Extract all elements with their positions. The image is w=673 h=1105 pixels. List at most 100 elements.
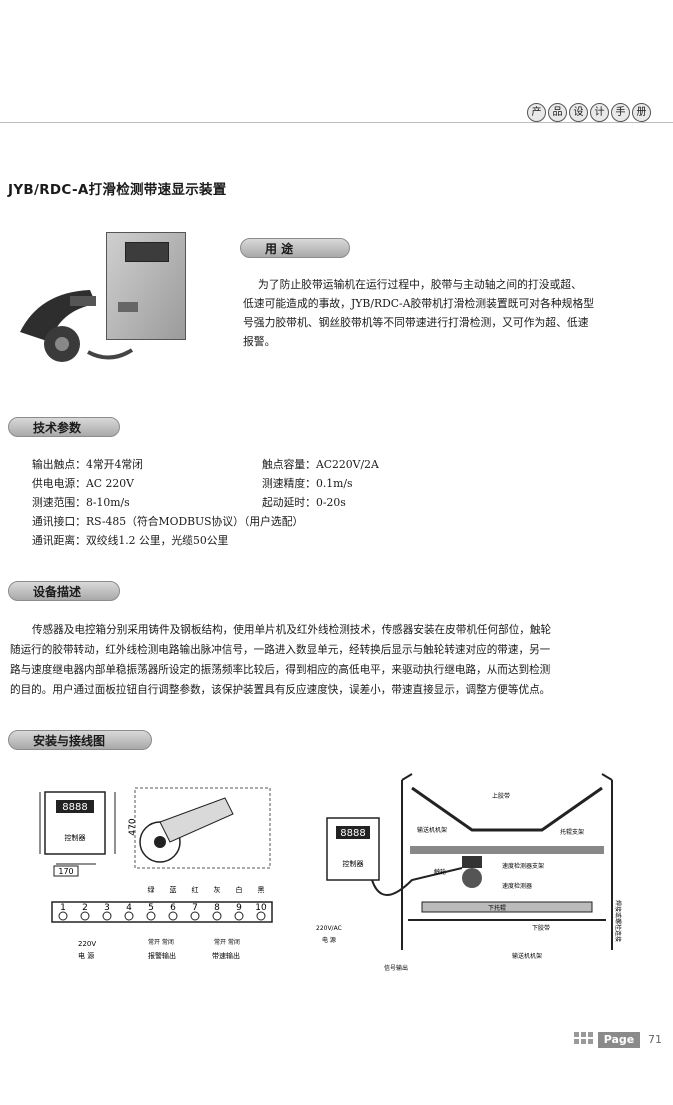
header-badge: 册 xyxy=(632,103,651,122)
display-digits: 8888 xyxy=(62,802,87,813)
header-badge: 品 xyxy=(548,103,567,122)
speed-detector xyxy=(462,856,482,868)
product-photo xyxy=(0,232,200,372)
spec-item: 测速精度：0.1m/s xyxy=(262,477,353,490)
wire-color-label: 灰 xyxy=(214,885,221,894)
spec-item: 触点容量：AC220V/2A xyxy=(262,458,379,471)
sensor-wheel xyxy=(462,868,482,888)
terminal-screw xyxy=(102,911,112,921)
lcd-display-image xyxy=(125,242,169,262)
label-wheel: 触轮 xyxy=(434,868,446,876)
sensor-outline xyxy=(134,787,271,869)
usage-line: 为了防止胶带运输机在运行过程中，胶带与主动轴之间的打没或超、 xyxy=(258,278,582,291)
wire-color-label: 黑 xyxy=(258,886,265,894)
lower-idler xyxy=(421,901,593,913)
header-badge: 手 xyxy=(611,103,630,122)
page-number: 71 xyxy=(648,1033,662,1046)
label-idler-support: 托辊支架 xyxy=(560,828,584,836)
dimension-height: 470 xyxy=(128,818,138,835)
usage-line: 低速可能造成的事故，JYB/RDC-A胶带机打滑检测装置既可对各种规格型 xyxy=(243,297,595,310)
spec-item: 通讯接口：RS-485（符合MODBUS协议）（用户选配） xyxy=(32,515,304,528)
label-upper-belt: 上胶带 xyxy=(492,792,510,800)
wire-color-label: 红 xyxy=(192,885,199,894)
controller-box xyxy=(326,817,380,881)
section-heading-usage: 用 途 xyxy=(240,238,350,258)
contact-label: 常开 常闭 xyxy=(214,938,240,946)
wire-color-label: 蓝 xyxy=(170,885,177,894)
description-line: 的目的。用户通过面板拉钮自行调整参数，该保护装置具有反应速度快，误差小，带速直接… xyxy=(10,684,551,696)
terminals: 1 2 3 4 5 6 7 8 9 10 绿 蓝 红 灰 白 黑 xyxy=(58,885,267,921)
header-badge: 计 xyxy=(590,103,609,122)
sensor-arm xyxy=(159,797,234,843)
label-idler-frame: 输送机机架 xyxy=(417,826,447,834)
dimension-width: 170 xyxy=(58,867,73,876)
label-frame-bottom: 输送机机架 xyxy=(512,952,542,960)
controller-label: 控制器 xyxy=(65,833,86,842)
nameplate-image xyxy=(118,302,138,312)
terminal-number: 1 xyxy=(60,903,66,913)
spec-item: 供电电源：AC 220V xyxy=(32,477,134,490)
wire-color-label: 绿 xyxy=(148,885,155,894)
spec-item: 通讯距离：双绞线1.2 公里，光缆50公里 xyxy=(32,534,229,547)
power-label: 电 源 xyxy=(78,951,94,960)
terminal-number: 6 xyxy=(170,903,176,913)
terminal-screw xyxy=(168,911,178,921)
installation-diagram: 8888 控制器 上胶带 输送机机架 托辊支架 速度检测器支架 速度检测器 触轮… xyxy=(316,773,622,972)
wire-color-label: 白 xyxy=(236,885,243,894)
label-lower-idler: 下托辊 xyxy=(488,904,506,912)
header-divider xyxy=(0,122,673,123)
contact-label: 常开 常闭 xyxy=(148,938,174,946)
terminal-screw xyxy=(58,911,68,921)
terminal-screw xyxy=(124,911,134,921)
speed-output-label: 带速输出 xyxy=(212,951,240,960)
terminal-screw xyxy=(146,911,156,921)
terminal-number: 8 xyxy=(214,903,220,913)
header-badge: 产 xyxy=(527,103,546,122)
spec-item: 起动延时：0-20s xyxy=(262,496,346,509)
header-badge: 设 xyxy=(569,103,588,122)
usage-line: 报警。 xyxy=(243,335,276,348)
usage-line: 号强力胶带机、钢丝胶带机等不同带速进行打滑检测，又可作为超、低速 xyxy=(243,316,589,329)
terminal-number: 5 xyxy=(148,903,154,913)
footer-decoration xyxy=(574,1032,593,1044)
footer-page-label: Page xyxy=(598,1032,640,1048)
display-digits: 8888 xyxy=(340,828,365,839)
power-voltage: 220V xyxy=(78,940,96,948)
description-line: 路与速度继电器内部单稳振荡器所设定的振荡频率比较后，得到相应的高低电平，来驱动执… xyxy=(10,664,551,676)
label-signal-output: 信号输出 xyxy=(384,964,408,972)
terminal-screw xyxy=(190,911,200,921)
label-side-connection: 焊接或螺栓连接 xyxy=(614,900,622,942)
label-speed-detector: 速度检测器 xyxy=(502,882,532,890)
terminal-number: 2 xyxy=(82,903,88,913)
spec-item: 输出触点：4常开4常闭 xyxy=(32,458,143,471)
terminal-number: 3 xyxy=(104,903,110,913)
section-heading-description: 设备描述 xyxy=(8,581,120,601)
terminal-number: 7 xyxy=(192,903,198,913)
terminal-screw xyxy=(234,911,244,921)
label-detector-support: 速度检测器支架 xyxy=(502,862,544,870)
terminal-number: 9 xyxy=(236,903,242,913)
label-lower-belt: 下胶带 xyxy=(532,924,550,932)
controller-box xyxy=(44,791,106,855)
section-heading-specs: 技术参数 xyxy=(8,417,120,437)
label-power: 220V/AC xyxy=(316,925,342,932)
spec-item: 测速范围：8-10m/s xyxy=(32,496,130,509)
controller-label: 控制器 xyxy=(343,859,364,868)
upper-belt-line xyxy=(411,786,603,832)
display-frame xyxy=(56,800,94,813)
page-title: JYB/RDC-A打滑检测带速显示装置 xyxy=(8,182,227,198)
description-line: 随运行的胶带转动，红外线检测电路输出脉冲信号，一路进入数显单元，经转换后显示与触… xyxy=(10,644,551,656)
terminal-strip xyxy=(51,901,273,923)
section-heading-install: 安装与接线图 xyxy=(8,730,152,750)
terminal-screw xyxy=(256,911,266,921)
sensor-image xyxy=(20,290,134,362)
terminal-number: 10 xyxy=(255,903,267,913)
description-line: 传感器及电控箱分别采用铸件及钢板结构，使用单片机及红外线检测技术，传感器安装在皮… xyxy=(32,624,552,636)
terminal-screw xyxy=(212,911,222,921)
alarm-output-label: 报警输出 xyxy=(148,951,176,960)
terminal-screw xyxy=(80,911,90,921)
idler-frame-bar xyxy=(410,846,604,854)
terminal-number: 4 xyxy=(126,903,132,913)
header-badges: 产 品 设 计 手 册 xyxy=(527,103,651,122)
